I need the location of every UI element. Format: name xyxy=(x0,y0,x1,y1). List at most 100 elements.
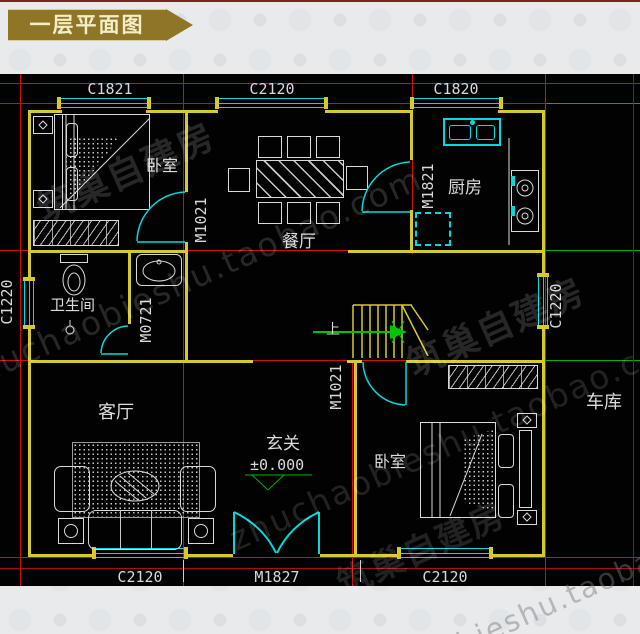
stove xyxy=(511,170,539,232)
washbasin xyxy=(136,254,182,286)
page-title: 一层平面图 xyxy=(29,13,145,37)
lamp xyxy=(64,524,78,538)
wall xyxy=(28,554,95,557)
room-label-dining: 餐厅 xyxy=(282,232,316,252)
grid-line-v3 xyxy=(352,360,353,586)
grid-line-h3-green xyxy=(545,250,640,251)
elevation-marker xyxy=(245,474,312,491)
window-C1820 xyxy=(410,97,503,109)
stairs-up-label: 上 xyxy=(326,322,340,338)
wall xyxy=(128,250,131,324)
wall xyxy=(542,110,545,276)
wall xyxy=(410,210,413,253)
bed-bedroom2 xyxy=(420,422,496,518)
side-table-lamp xyxy=(58,518,84,544)
kitchen-flue xyxy=(415,212,451,246)
window-C1220-left xyxy=(23,277,35,329)
elevation-label: ±0.000 xyxy=(250,456,305,474)
dining-table xyxy=(256,160,344,198)
room-label-kitchen: 厨房 xyxy=(448,178,482,198)
chair xyxy=(228,168,250,192)
chair xyxy=(346,166,368,190)
chair xyxy=(258,136,282,158)
pillow xyxy=(498,484,514,518)
chair xyxy=(258,202,282,224)
armchair xyxy=(54,466,90,512)
floor-plan: C1821 C2120 C1820 C2120 M1827 C2120 C122… xyxy=(0,74,640,605)
sink-basin xyxy=(476,125,495,140)
wall xyxy=(325,110,413,113)
toilet-tank xyxy=(60,254,88,263)
wall xyxy=(410,110,413,160)
pillow xyxy=(498,434,514,468)
wall xyxy=(28,110,62,113)
dim-tick xyxy=(183,560,184,582)
sofa xyxy=(88,510,182,550)
wall xyxy=(185,554,233,557)
wall xyxy=(354,360,357,554)
dim-bottom-opening-3: C2120 xyxy=(422,568,468,586)
chair xyxy=(316,202,340,224)
chair xyxy=(287,202,311,224)
wall xyxy=(185,110,188,192)
headboard xyxy=(55,115,63,209)
door-arc-bathroom xyxy=(100,325,129,355)
dim-right-window: C1220 xyxy=(547,283,565,329)
faucet xyxy=(470,120,475,125)
kitchen-sink xyxy=(443,118,501,146)
toilet-bowl xyxy=(62,264,86,296)
room-label-bedroom2: 卧室 xyxy=(374,452,407,471)
dim-bottom-opening-1: C2120 xyxy=(117,568,163,586)
dim-door-bedroom2: M1021 xyxy=(327,364,345,410)
bed-bedroom1 xyxy=(54,114,150,210)
wall xyxy=(490,554,545,557)
wall xyxy=(28,360,253,363)
entrance-double-door xyxy=(233,511,320,554)
stove-knob xyxy=(511,206,515,216)
side-table-lamp xyxy=(188,518,214,544)
room-label-living: 客厅 xyxy=(98,402,134,423)
dim-top-window-3: C1820 xyxy=(433,80,479,98)
grid-line-h5 xyxy=(0,557,640,558)
toilet-bowl-inner xyxy=(67,272,81,292)
dim-tick xyxy=(360,560,361,582)
door-arc-bedroom2 xyxy=(362,361,407,406)
wardrobe-bedroom1 xyxy=(33,220,119,246)
window-C2120-top xyxy=(215,97,328,109)
floor-drain xyxy=(65,325,75,335)
title-banner: 一层平面图 xyxy=(8,9,193,41)
blanket-dots xyxy=(463,429,496,512)
armchair xyxy=(180,466,216,512)
chair xyxy=(287,136,311,158)
nightstand xyxy=(33,190,53,208)
door-arc-kitchen xyxy=(361,161,411,213)
wall xyxy=(28,250,185,253)
room-label-bedroom1: 卧室 xyxy=(146,156,179,175)
grid-line-h1 xyxy=(0,83,640,84)
grid-line-h2-green xyxy=(545,103,640,104)
grid-line-h4-green xyxy=(543,360,640,361)
headboard xyxy=(519,430,532,508)
wardrobe-bedroom2 xyxy=(448,365,538,389)
wall xyxy=(28,326,31,557)
top-border-line xyxy=(0,0,640,2)
grid-line-v5 xyxy=(545,74,546,586)
lamp xyxy=(194,524,208,538)
wall xyxy=(406,360,542,363)
grid-line-v6 xyxy=(633,74,634,586)
sink-basin xyxy=(449,125,471,140)
room-label-garage: 车库 xyxy=(586,392,622,413)
chair xyxy=(316,136,340,158)
wall xyxy=(542,326,545,557)
dim-top-window-2: C2120 xyxy=(249,80,295,98)
stove-knob xyxy=(511,176,515,186)
wall xyxy=(320,554,400,557)
wall xyxy=(498,110,545,113)
stairs xyxy=(352,304,429,358)
nightstand xyxy=(33,116,53,134)
dim-left-window: C1220 xyxy=(0,279,16,325)
dim-top-window-1: C1821 xyxy=(87,80,133,98)
window-C1220-right xyxy=(537,273,549,329)
nightstand xyxy=(517,510,537,525)
